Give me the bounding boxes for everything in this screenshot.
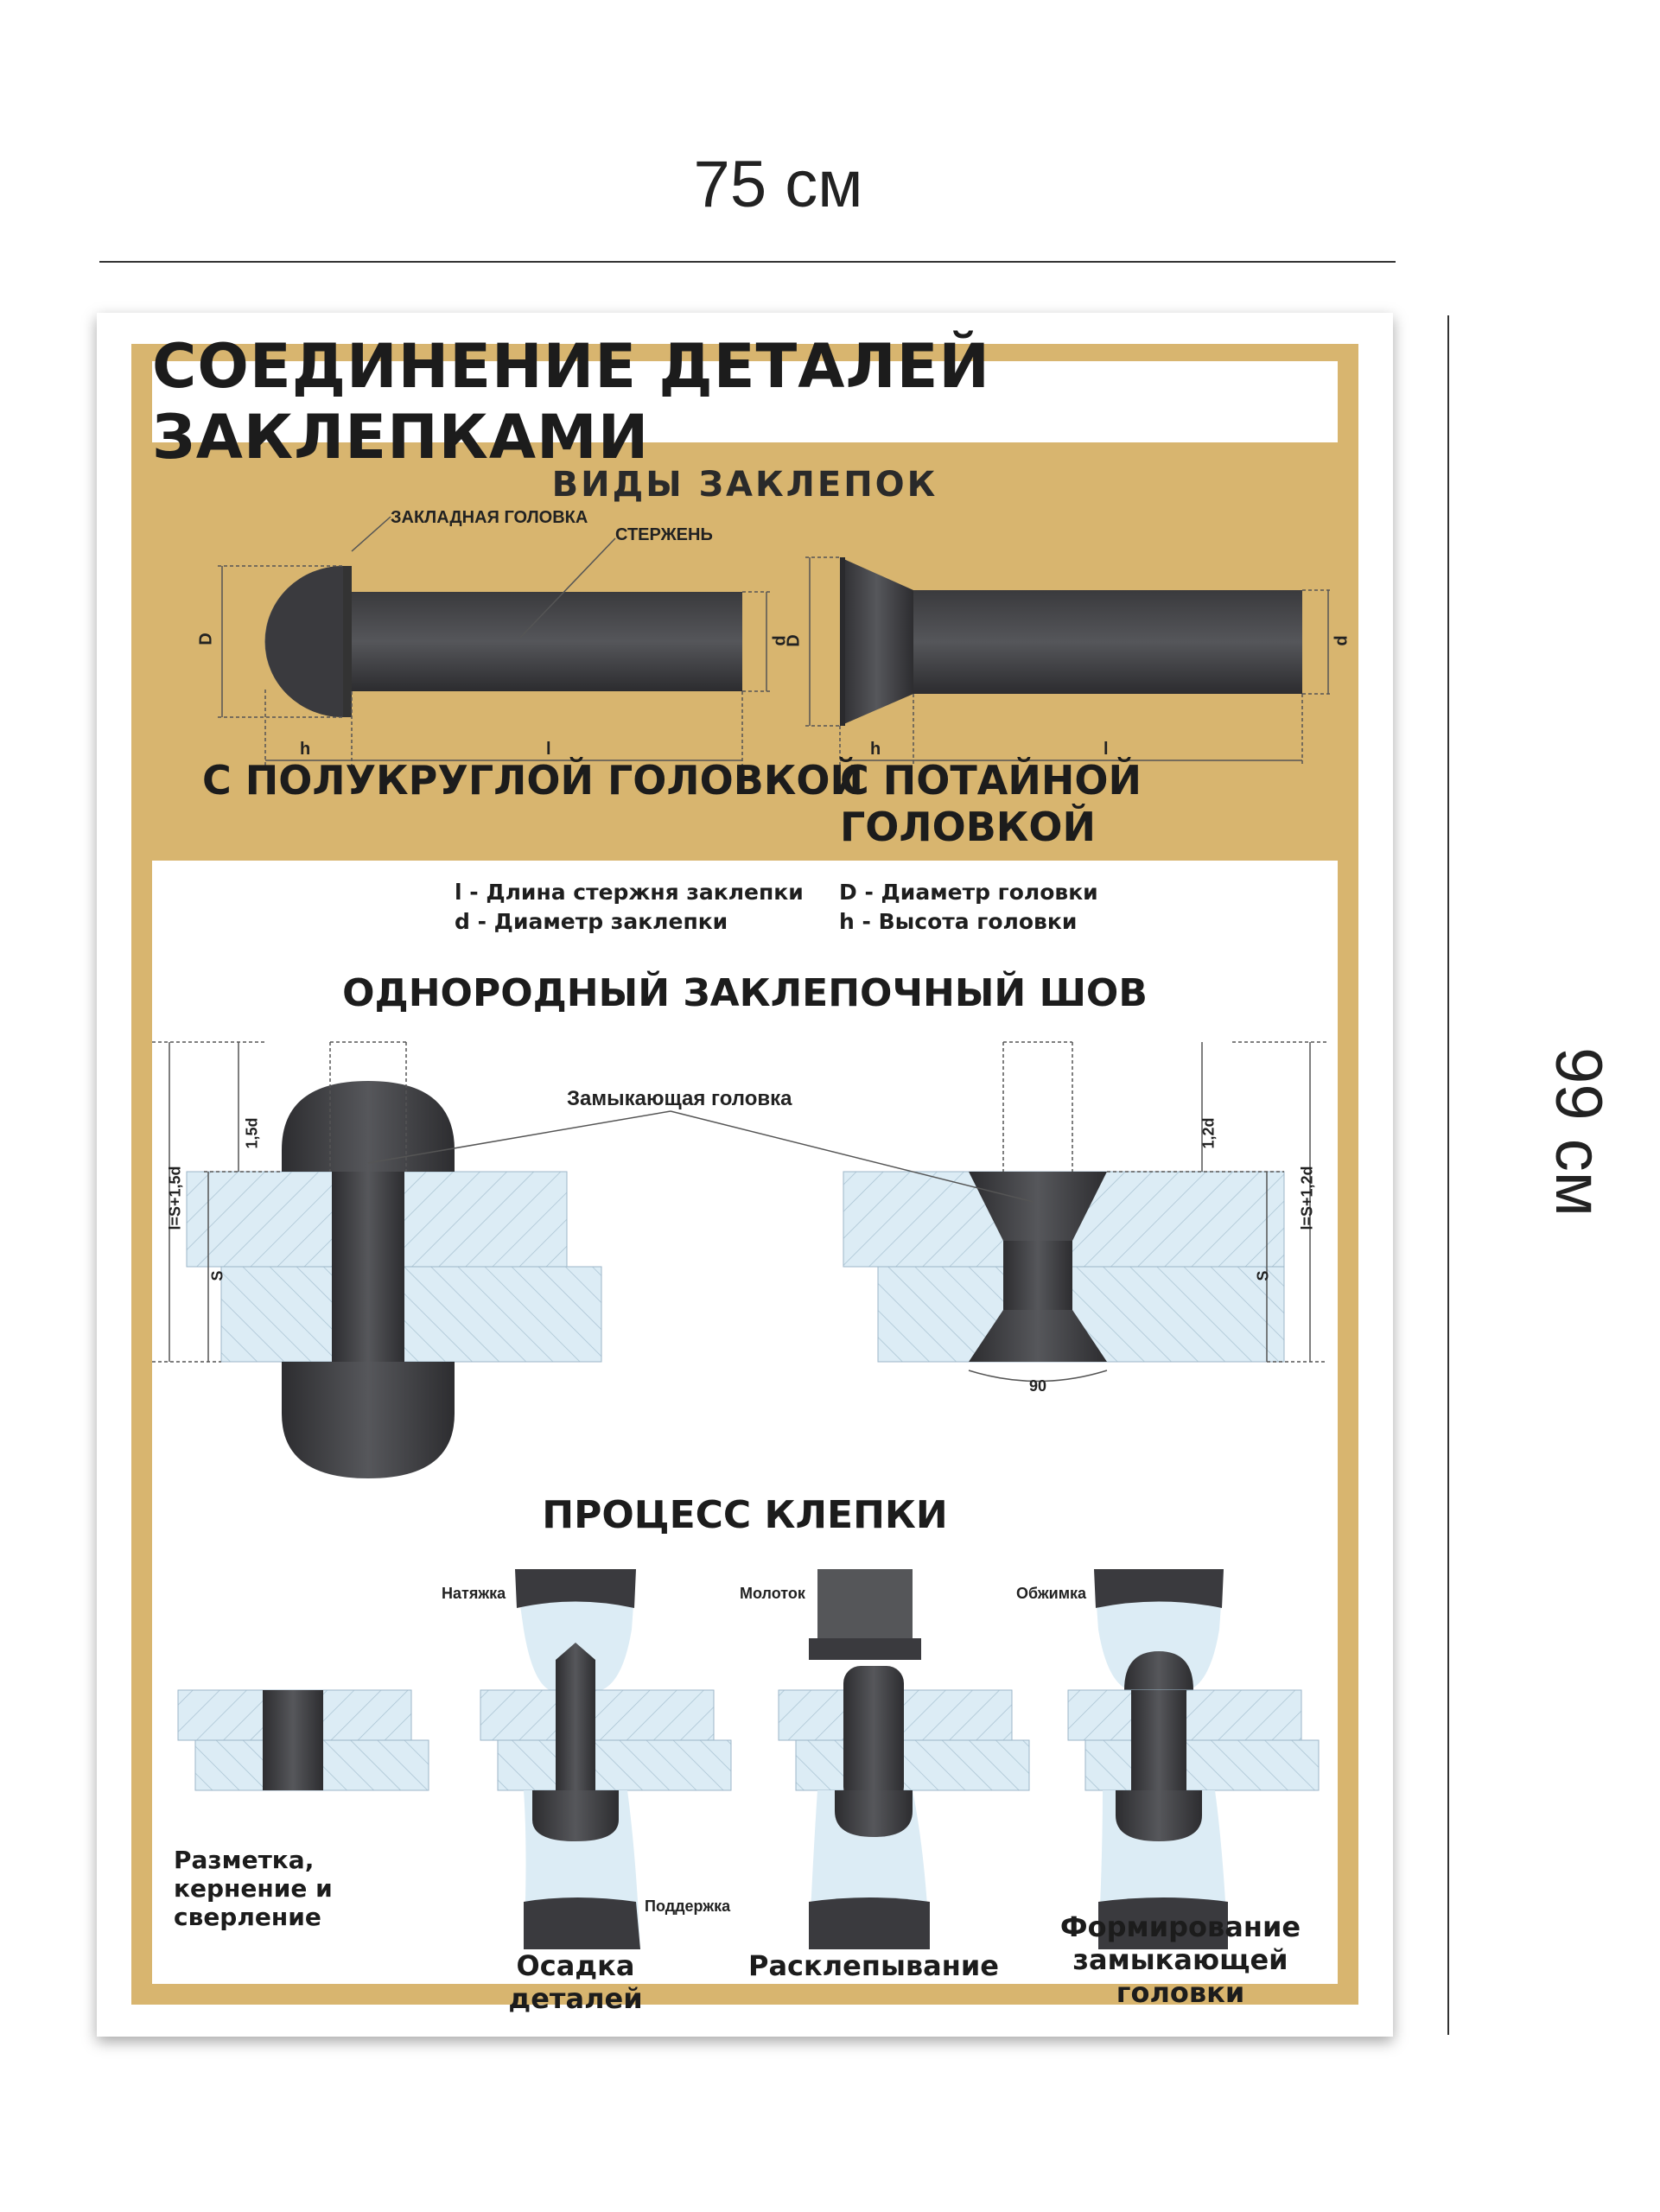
rivet1-D-label: D: [196, 632, 216, 645]
rivet2-d-label: d: [1332, 635, 1352, 646]
poster-frame: СОЕДИНЕНИЕ ДЕТАЛЕЙ ЗАКЛЕПКАМИ ВИДЫ ЗАКЛЕ…: [131, 331, 1358, 2015]
angle-label: 90: [1029, 1377, 1047, 1395]
head-label: ЗАКЛАДНАЯ ГОЛОВКА: [391, 508, 588, 527]
poster-title: СОЕДИНЕНИЕ ДЕТАЛЕЙ ЗАКЛЕПКАМИ: [152, 331, 991, 473]
left-head-height: 1,5d: [243, 1117, 261, 1149]
legend-D: D - Диаметр головки: [839, 880, 1098, 905]
legend-h: h - Высота головки: [839, 909, 1078, 934]
closing-head-label: Замыкающая головка: [567, 1087, 792, 1110]
poster-board: СОЕДИНЕНИЕ ДЕТАЛЕЙ ЗАКЛЕПКАМИ ВИДЫ ЗАКЛЕ…: [97, 313, 1393, 2037]
height-dimension: 99 см: [1542, 1047, 1615, 1217]
rivet1-h-label: h: [300, 740, 311, 759]
process-drawing: [177, 1569, 1320, 1949]
rivet2-l-label: l: [1103, 740, 1109, 759]
rivet2-D-label: D: [784, 634, 804, 647]
step-setting: Осадка деталей: [508, 1949, 643, 2015]
rivet1-l-label: l: [546, 740, 551, 759]
seam-drawing: [152, 1041, 1327, 1478]
left-s: S: [208, 1270, 226, 1281]
process-title: ПРОЦЕСС КЛЕПКИ: [542, 1493, 948, 1537]
right-s: S: [1254, 1270, 1272, 1281]
info-panel: l - Длина стержня заклепки d - Диаметр з…: [152, 861, 1338, 2015]
title-box: СОЕДИНЕНИЕ ДЕТАЛЕЙ ЗАКЛЕПКАМИ: [152, 331, 1338, 473]
right-length: l=S+1,2d: [1298, 1166, 1316, 1230]
step-riveting: Расклепывание: [748, 1949, 999, 1982]
width-dimension: 75 см: [693, 148, 863, 221]
left-length: l=S+1,5d: [166, 1166, 184, 1230]
right-head-height: 1,2d: [1199, 1117, 1218, 1149]
step-forming: Формирование замыкающей головки: [1059, 1910, 1301, 2009]
step-marking: Разметка, кернение и сверление: [174, 1846, 333, 1931]
height-dimension-line: [1447, 315, 1449, 2035]
tool-pull-label: Натяжка: [442, 1585, 506, 1602]
tool-support-label: Поддержка: [645, 1897, 731, 1915]
legend-d: d - Диаметр заклепки: [455, 909, 728, 934]
rivet2-h-label: h: [870, 740, 881, 759]
tool-hammer-label: Молоток: [740, 1585, 805, 1602]
countersunk-caption: С ПОТАЙНОЙ ГОЛОВКОЙ: [840, 757, 1142, 850]
round-head-rivet-drawing: [218, 516, 1332, 766]
legend-l: l - Длина стержня заклепки: [455, 880, 804, 905]
round-head-caption: С ПОЛУКРУГЛОЙ ГОЛОВКОЙ: [202, 757, 863, 804]
width-dimension-line: [99, 261, 1396, 263]
seam-title: ОДНОРОДНЫЙ ЗАКЛЕПОЧНЫЙ ШОВ: [342, 971, 1148, 1015]
rivet-types-title: ВИДЫ ЗАКЛЕПОК: [551, 465, 938, 505]
tool-crimp-label: Обжимка: [1016, 1585, 1087, 1602]
shank-label: СТЕРЖЕНЬ: [615, 525, 713, 544]
